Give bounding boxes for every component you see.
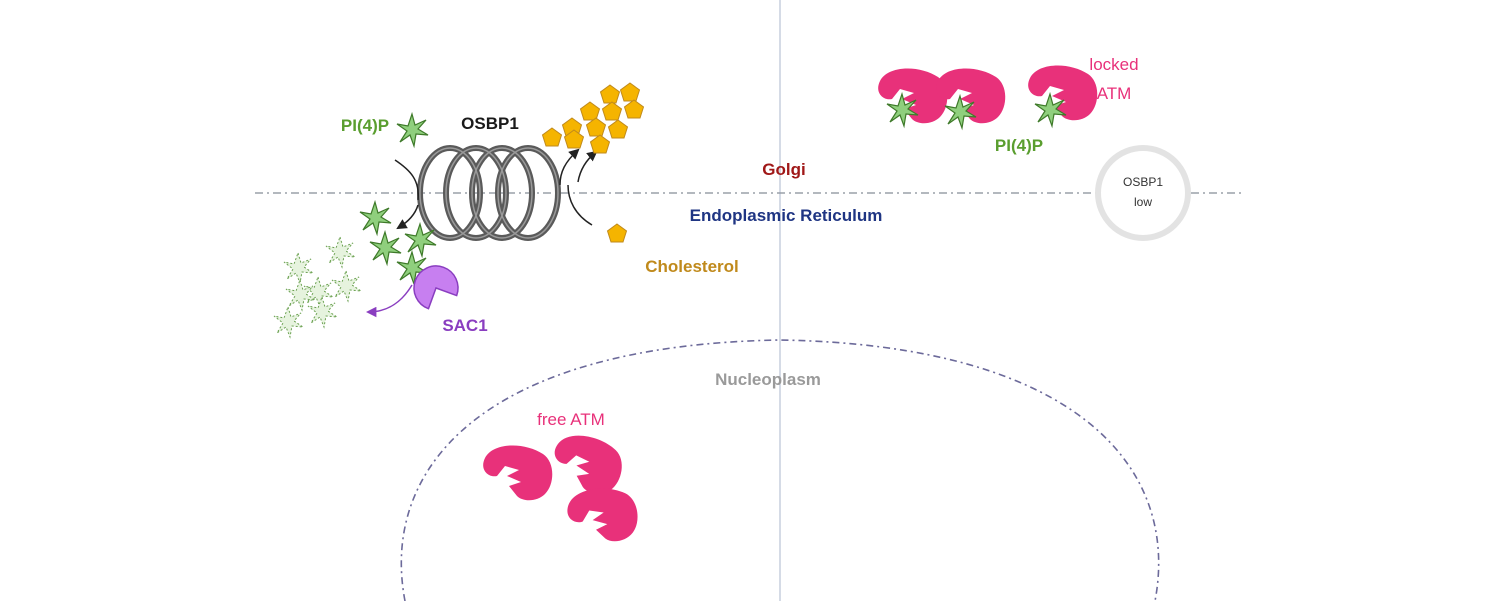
locked-atm-group (878, 65, 1098, 129)
osbp1-low-label-line1: OSBP1 (1123, 175, 1163, 189)
osbp1-helix (417, 145, 561, 241)
sac1-shape (413, 265, 459, 310)
arrow-chol-in (567, 184, 593, 226)
locked-atm-label-line2: ATM (1097, 84, 1132, 103)
arrow-pi4p-in (394, 159, 419, 201)
pi4p-right-label: PI(4)P (995, 136, 1043, 155)
er-label: Endoplasmic Reticulum (690, 206, 883, 225)
free-atm-label: free ATM (537, 410, 605, 429)
cholesterol-label: Cholesterol (645, 257, 739, 276)
golgi-label: Golgi (762, 160, 805, 179)
locked-atm-label-line1: locked (1089, 55, 1138, 74)
osbp1-low-circle (1095, 145, 1191, 241)
arrow-chol-out-2 (577, 150, 598, 183)
nucleoplasm-label: Nucleoplasm (715, 370, 821, 389)
osbp1-low-label-line2: low (1134, 195, 1152, 209)
pi4p-star-golgi (396, 113, 429, 147)
arrow-chol-out-1 (559, 148, 580, 186)
osbp1-label: OSBP1 (461, 114, 519, 133)
pi4p-stars-degraded (273, 236, 362, 338)
sac1-label: SAC1 (442, 316, 487, 335)
arrow-pi4p-out (396, 204, 419, 230)
cholesterol-cluster-golgi (542, 82, 644, 154)
sac1-arrow (365, 284, 413, 318)
nuclear-envelope (400, 339, 1160, 602)
pi4p-left-label: PI(4)P (341, 116, 389, 135)
free-atm-group (483, 431, 641, 548)
cholesterol-er (607, 223, 627, 243)
